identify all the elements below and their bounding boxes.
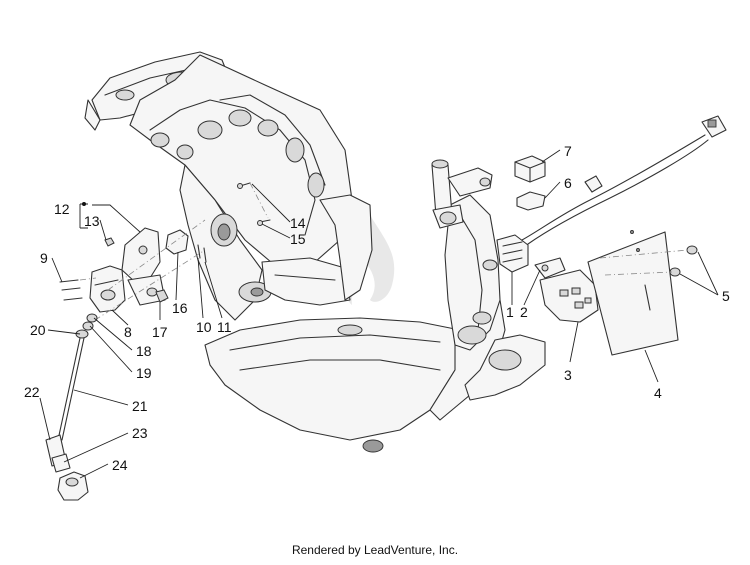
- callout-20: 20: [30, 322, 46, 338]
- callout-5: 5: [722, 288, 730, 304]
- part-ignition-switch-item-8: [89, 265, 126, 313]
- callout-2: 2: [520, 304, 528, 320]
- part-clip-item-17: [155, 289, 169, 303]
- callout-22: 22: [24, 384, 40, 400]
- callout-17: 17: [152, 324, 168, 340]
- leader-lines: [39, 149, 719, 479]
- assembly-axis-lines: [94, 219, 206, 321]
- callout-16: 16: [172, 300, 188, 316]
- part-screws-item-10-11: [197, 244, 207, 263]
- callout-23: 23: [132, 425, 148, 441]
- part-bracket-item-2: [534, 257, 566, 279]
- part-seal-item-19: [82, 321, 94, 331]
- callout-4: 4: [654, 385, 662, 401]
- callout-24: 24: [112, 457, 128, 473]
- callout-11: 11: [217, 319, 232, 335]
- part-relay-item-7: [514, 155, 546, 183]
- part-washer-item-18: [86, 313, 98, 323]
- wiring-harness: [521, 115, 727, 245]
- callout-21: 21: [132, 398, 148, 414]
- callout-13: 13: [84, 213, 100, 229]
- callout-8: 8: [124, 324, 132, 340]
- part-screws-item-9: [59, 277, 97, 301]
- part-cover-plate-item-4: [587, 230, 679, 356]
- callout-15: 15: [290, 231, 306, 247]
- callout-labels: 1 2 3 4 5 6 7 8 9 10 11 12 13 14 15 16 1…: [24, 143, 730, 473]
- callout-10: 10: [196, 319, 212, 335]
- callout-12: 12: [54, 201, 70, 217]
- callout-7: 7: [564, 143, 572, 159]
- part-cap-item-20: [75, 329, 89, 339]
- part-nut-item-13: [104, 237, 115, 247]
- part-regulator-item-1: [496, 234, 529, 273]
- part-screws-item-5: [599, 245, 698, 277]
- part-bracket-item-12: [121, 227, 166, 306]
- callout-1: 1: [506, 304, 514, 320]
- frame-body-shell: [84, 51, 546, 453]
- part-relay-item-6: [516, 191, 546, 211]
- callout-14: 14: [290, 215, 306, 231]
- callout-6: 6: [564, 175, 572, 191]
- footer-credit: Rendered by LeadVenture, Inc.: [291, 543, 459, 557]
- part-electrical-bracket-item-3: [539, 269, 599, 323]
- callout-19: 19: [136, 365, 152, 381]
- callout-3: 3: [564, 367, 572, 383]
- part-bolts-item-14-15: [237, 182, 271, 226]
- part-boot-item-24: [57, 471, 89, 501]
- part-sensor-item-16: [165, 229, 189, 255]
- part-cable-item-21: [57, 337, 85, 441]
- callout-18: 18: [136, 343, 152, 359]
- callout-9: 9: [40, 250, 48, 266]
- part-sleeve-item-23: [51, 453, 71, 473]
